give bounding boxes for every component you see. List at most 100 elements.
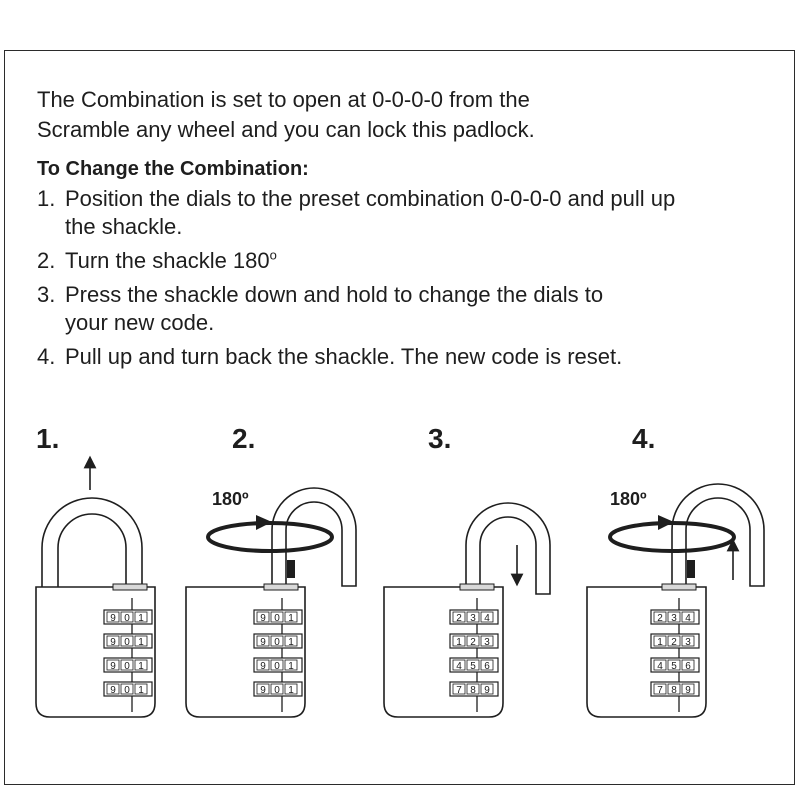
step-3: 3. Press the shackle down and hold to ch… xyxy=(37,281,777,337)
dial-digit-box xyxy=(667,659,681,671)
dial-digit: 8 xyxy=(671,685,677,696)
instruction-panel xyxy=(4,50,795,785)
dial-digit: 3 xyxy=(470,613,476,624)
shackle-return xyxy=(671,483,765,587)
figure-3-label: 3. xyxy=(428,423,452,454)
lock-body xyxy=(35,586,156,718)
dial-digit: 4 xyxy=(657,661,663,672)
dial-digit: 2 xyxy=(657,613,663,624)
dial-digit: 1 xyxy=(657,637,663,648)
dial-digit-box xyxy=(270,683,284,695)
rotation-arrow-head xyxy=(256,515,272,530)
dial-digit: 2 xyxy=(456,613,462,624)
dial-digit-box xyxy=(452,611,466,623)
lock-body xyxy=(185,586,306,718)
dial-digit-box xyxy=(120,611,134,623)
shackle-notch xyxy=(287,560,295,578)
dial-digit-box xyxy=(466,659,480,671)
dial-digit-box xyxy=(466,683,480,695)
dial-digit: 1 xyxy=(138,685,144,696)
dial-digit-box xyxy=(120,683,134,695)
dial-digit-box xyxy=(466,611,480,623)
dial-digit: 5 xyxy=(470,661,476,672)
dial-digit: 9 xyxy=(260,661,266,672)
dial-digit: 1 xyxy=(138,613,144,624)
dial-digit-box xyxy=(256,659,270,671)
rotation-label: 180º xyxy=(212,489,249,509)
shackle-closed xyxy=(41,497,143,589)
dial-digit-box xyxy=(466,635,480,647)
dial-digit: 9 xyxy=(260,637,266,648)
dial-digit-box xyxy=(134,611,148,623)
dial-digit: 9 xyxy=(484,685,490,696)
dial-digit: 9 xyxy=(110,685,116,696)
dial-digit: 4 xyxy=(456,661,462,672)
dial-digit: 0 xyxy=(274,613,280,624)
dial-digit: 1 xyxy=(288,685,294,696)
dial-digit: 1 xyxy=(288,637,294,648)
dial-digit-box xyxy=(256,611,270,623)
dial-digit: 9 xyxy=(260,685,266,696)
shackle-pressed xyxy=(465,502,551,595)
dial-digit-box xyxy=(681,659,695,671)
dial-digit: 9 xyxy=(110,661,116,672)
step-3-line-2: your new code. xyxy=(65,310,215,335)
dial-digit-box xyxy=(653,611,667,623)
dial-digit-box xyxy=(106,683,120,695)
step-1-line-2: the shackle. xyxy=(65,214,183,239)
dial-digit: 2 xyxy=(470,637,476,648)
dial-digit: 0 xyxy=(274,661,280,672)
step-2: 2. Turn the shackle 180o xyxy=(37,247,777,275)
dial-digit-box xyxy=(653,659,667,671)
dial-digit: 9 xyxy=(110,613,116,624)
step-3-line-1: Press the shackle down and hold to chang… xyxy=(65,282,604,307)
instructions-text: The Combination is set to open at 0-0-0-… xyxy=(37,85,777,377)
dial-digit-box xyxy=(653,683,667,695)
dial-digit: 4 xyxy=(484,613,490,624)
dial-digit-box xyxy=(134,659,148,671)
dial-digit-box xyxy=(106,635,120,647)
dial-digit-box xyxy=(106,611,120,623)
dial-digit: 7 xyxy=(456,685,462,696)
dial-digit-box xyxy=(120,635,134,647)
dial-digit-box xyxy=(667,611,681,623)
dial-digit: 1 xyxy=(456,637,462,648)
step-2-number: 2. xyxy=(37,248,56,273)
shackle-notch xyxy=(687,560,695,578)
dial-digit: 9 xyxy=(260,613,266,624)
dial-digit-box xyxy=(653,635,667,647)
step-4-text: Pull up and turn back the shackle. The n… xyxy=(65,344,623,369)
change-combination-heading: To Change the Combination: xyxy=(37,158,309,180)
dial-digit-box xyxy=(134,635,148,647)
rotation-arrow-head xyxy=(658,515,674,530)
step-1-number: 1. xyxy=(37,186,56,211)
dial-digit: 4 xyxy=(685,613,691,624)
dial-digit: 1 xyxy=(288,613,294,624)
dial-digit-box xyxy=(681,611,695,623)
dial-digit: 1 xyxy=(138,661,144,672)
dial-digit: 3 xyxy=(685,637,691,648)
dial-digit: 6 xyxy=(484,661,490,672)
dial-digit: 0 xyxy=(274,685,280,696)
step-4-number: 4. xyxy=(37,344,56,369)
dial-digit: 0 xyxy=(124,685,130,696)
dial-digit: 9 xyxy=(685,685,691,696)
dial-digit-box xyxy=(480,635,494,647)
body-top-plate xyxy=(459,583,495,591)
body-top-plate xyxy=(112,583,148,591)
dial-digit-box xyxy=(667,635,681,647)
